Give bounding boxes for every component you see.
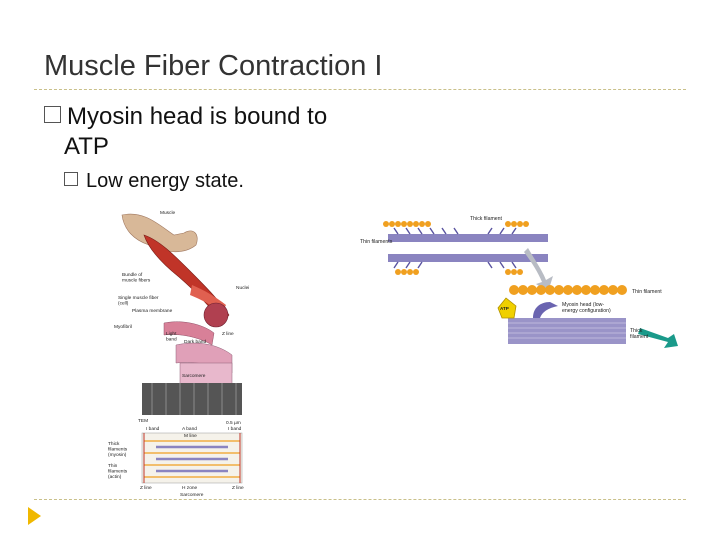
bullet-level1: Myosin head is bound to ATP	[44, 102, 374, 162]
filament-panel-bottom	[497, 285, 627, 344]
label-z-line-bottom-right: Z line	[232, 485, 244, 491]
bullet-checkbox-icon	[44, 106, 61, 123]
transition-arrow-icon	[524, 248, 553, 292]
atp-starburst-icon	[497, 297, 517, 319]
filament-diagram	[141, 432, 243, 484]
filament-strip-top	[383, 221, 548, 275]
bullet-text-line1: Myosin head is bound to	[67, 103, 328, 130]
label-myofibril: Myofibril	[114, 324, 132, 330]
label-single-fiber: Single muscle fiber(cell)	[118, 295, 159, 307]
myosin-atp-figure: Thick filament Thin filaments Thin filam…	[360, 216, 678, 348]
sub-bullet-text: Low energy state.	[86, 170, 244, 192]
label-muscle: Muscle	[160, 210, 176, 216]
footer-triangle-icon	[28, 507, 41, 525]
label-tem: TEM	[138, 418, 148, 424]
teal-arrow-icon	[638, 328, 678, 348]
footer-divider	[34, 499, 686, 500]
tem-striations	[151, 383, 237, 415]
tem-micrograph	[142, 383, 242, 415]
slide-title: Muscle Fiber Contraction I	[44, 50, 383, 82]
label-m-line: M line	[184, 433, 197, 439]
label-i-band-right: I band	[228, 426, 242, 432]
label-scale: 0.5 µm	[226, 420, 241, 426]
label-a-band: A band	[182, 426, 197, 432]
single-fiber-shape	[163, 321, 215, 346]
label-h-zone: H zone	[182, 485, 198, 491]
bundle-cross-section	[203, 302, 229, 328]
label-plasma: Plasma membrane	[132, 308, 173, 314]
label-sarcomere-bottom: Sarcomere	[180, 492, 204, 498]
label-thin-filament: Thin filament	[632, 289, 662, 295]
myosin-head-shape	[533, 302, 558, 318]
label-sarcomere-top: Sarcomere	[182, 373, 206, 379]
bullet-level2: Low energy state.	[64, 170, 244, 193]
label-atp: ATP	[500, 306, 509, 311]
label-dark-band: Dark band	[184, 339, 206, 345]
label-nuclei: Nuclei	[236, 285, 249, 291]
arm-illustration	[121, 213, 198, 253]
bullet-text-line2: ATP	[64, 133, 109, 160]
title-divider	[34, 89, 686, 90]
label-thin-filaments: Thin filaments	[360, 239, 393, 245]
label-i-band-left: I band	[146, 426, 160, 432]
sub-bullet-checkbox-icon	[64, 172, 78, 186]
label-z-line-bottom-left: Z line	[140, 485, 152, 491]
label-thick-filament: Thick filament	[470, 216, 503, 222]
label-z-line-top: Z line	[222, 331, 234, 337]
label-myosin-head: Myosin head (low-energy configuration)	[562, 302, 611, 314]
